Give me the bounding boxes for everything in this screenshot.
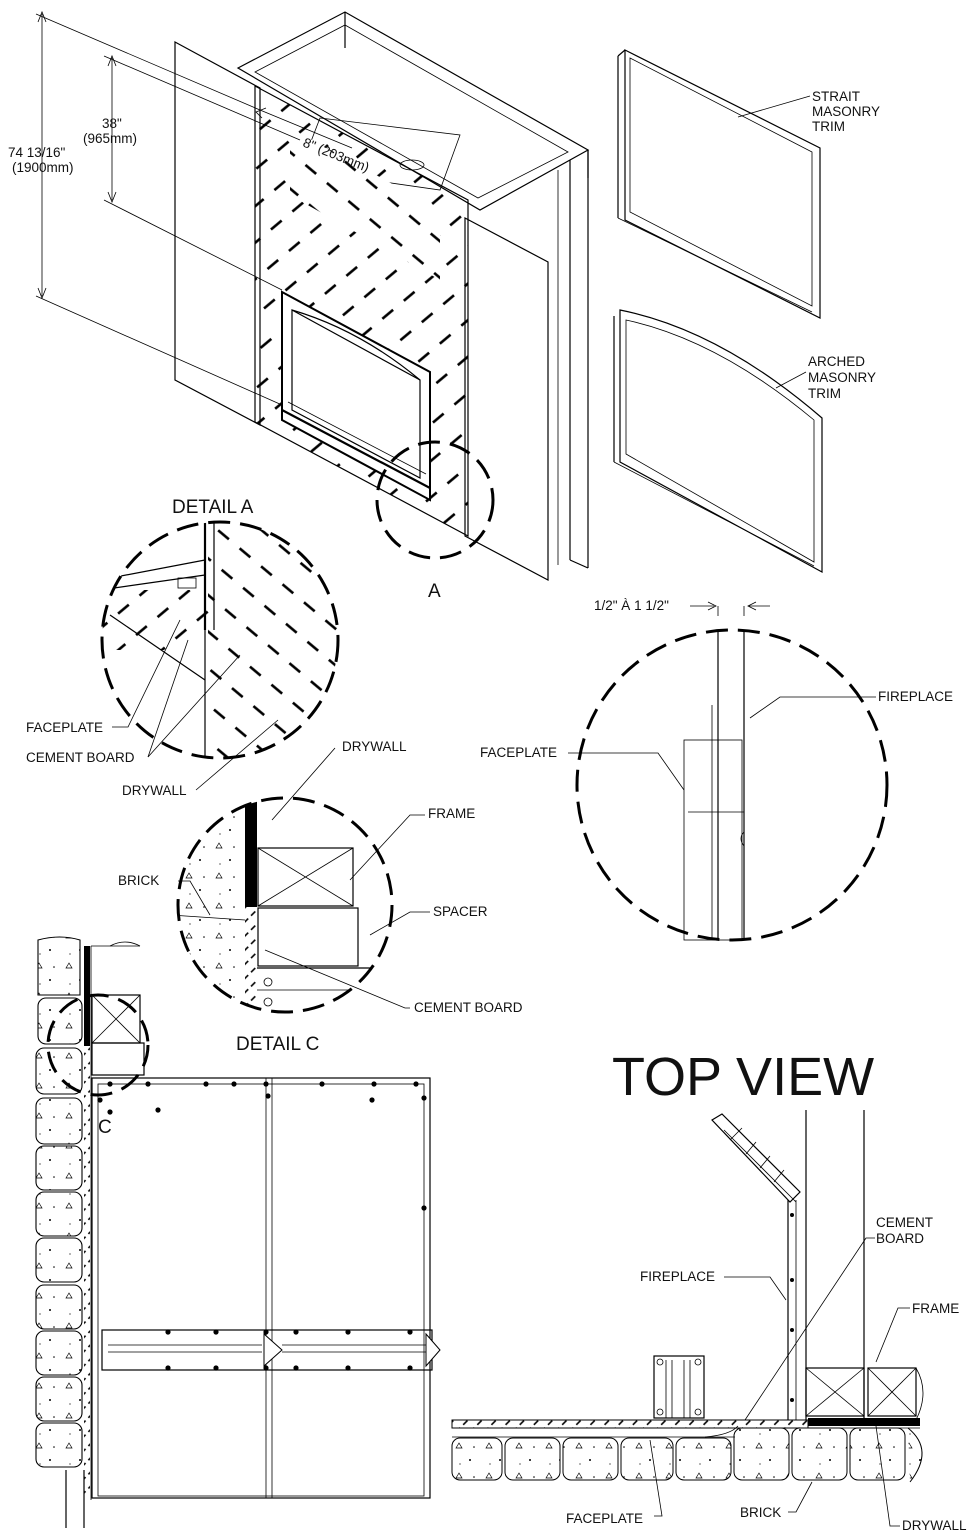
arched-trim-label-1: ARCHED	[808, 354, 865, 369]
top-view-fireplace-label: FIREPLACE	[640, 1269, 715, 1284]
top-view-cement-label-1: CEMENT	[876, 1215, 933, 1230]
arched-trim-label-3: TRIM	[808, 386, 841, 401]
detail-c-circle	[176, 747, 430, 1014]
upper-height-dimension: 38"	[102, 116, 122, 131]
strait-trim-label-2: MASONRY	[812, 104, 880, 119]
strait-masonry-trim	[617, 49, 821, 319]
gap-dimension-label: 1/2" À 1 1/2"	[594, 598, 669, 613]
callout-c-label: C	[98, 1117, 112, 1138]
top-view-drywall-label: DRYWALL	[902, 1518, 967, 1530]
detail-c-brick-label: BRICK	[118, 873, 159, 888]
detail-a-cement-board-label: CEMENT BOARD	[26, 750, 135, 765]
callout-a-label: A	[428, 581, 441, 602]
detail-a-title: DETAIL A	[172, 497, 254, 518]
front-elevation-view	[35, 936, 441, 1528]
detail-a-drywall-label: DRYWALL	[122, 783, 187, 798]
top-view-section	[451, 1110, 924, 1527]
isometric-fireplace-view	[35, 10, 590, 581]
top-view-brick-label: BRICK	[740, 1505, 781, 1520]
top-view-cement-label-2: BOARD	[876, 1231, 924, 1246]
detail-a-faceplate-label: FACEPLATE	[26, 720, 103, 735]
gap-detail-circle	[568, 601, 889, 942]
arched-masonry-trim	[613, 309, 823, 574]
gap-fireplace-label: FIREPLACE	[878, 689, 953, 704]
strait-trim-label-1: STRAIT	[812, 89, 860, 104]
strait-trim-label-3: TRIM	[812, 119, 845, 134]
brick-column	[35, 936, 85, 1528]
overall-height-dimension: 74 13/16"	[8, 145, 66, 160]
detail-c-frame-label: FRAME	[428, 806, 475, 821]
top-view-frame-label: FRAME	[912, 1301, 959, 1316]
gap-faceplate-label: FACEPLATE	[480, 745, 557, 760]
top-view-title: TOP VIEW	[612, 1047, 874, 1107]
overall-height-mm: (1900mm)	[12, 160, 74, 175]
detail-c-title: DETAIL C	[236, 1034, 319, 1055]
top-view-faceplate-label: FACEPLATE	[566, 1511, 643, 1526]
faceplate-screws	[97, 1081, 427, 1211]
upper-height-mm: (965mm)	[83, 131, 137, 146]
detail-c-cement-board-label: CEMENT BOARD	[414, 1000, 523, 1015]
detail-c-drywall-label: DRYWALL	[342, 739, 407, 754]
arched-trim-label-2: MASONRY	[808, 370, 876, 385]
detail-a-circle	[100, 520, 340, 791]
detail-c-spacer-label: SPACER	[433, 904, 488, 919]
